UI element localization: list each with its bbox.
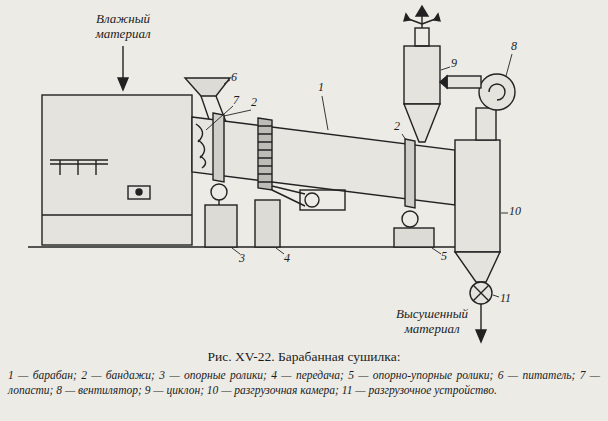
loading-chamber: [136, 189, 142, 195]
leader-lines: [432, 248, 441, 254]
gear-drive: [300, 190, 345, 210]
gear-drive: [258, 118, 272, 190]
cyclone: [416, 6, 428, 16]
bandage: [213, 113, 415, 208]
callout-number: 8: [511, 40, 517, 54]
leader-lines: [276, 248, 284, 254]
callout-number: 2: [394, 120, 400, 134]
bandage: [213, 113, 224, 182]
fan: [489, 84, 505, 100]
leader-lines: [224, 110, 251, 116]
gear-drive: [258, 126, 272, 182]
cyclone: [406, 18, 438, 24]
supports: [205, 184, 434, 247]
callout-number: 9: [451, 57, 457, 71]
cyclone: [440, 76, 447, 88]
fan: [447, 74, 515, 110]
supports: [255, 200, 280, 247]
drum: [196, 124, 206, 168]
cyclone: [404, 46, 440, 104]
figure-caption: Рис. XV-22. Барабанная сушилка:: [0, 349, 608, 365]
discharge-chamber: [455, 252, 500, 282]
inlet-arrow: [118, 46, 128, 90]
discharge-device: [470, 282, 492, 342]
loading-chamber: [59, 160, 60, 175]
loading-chamber: [42, 214, 192, 215]
supports: [394, 228, 434, 247]
leader-lines: [501, 213, 508, 214]
supports: [218, 200, 219, 205]
leader-lines: [224, 80, 230, 84]
callout-number: 11: [500, 292, 511, 306]
flow-label: Влажный материал: [88, 12, 158, 42]
gear-drive: [258, 118, 345, 210]
callout-number: 3: [239, 252, 245, 266]
supports: [211, 184, 227, 200]
leader-lines: [232, 248, 240, 254]
discharge-chamber: [455, 140, 500, 252]
leader-lines: [506, 54, 512, 76]
discharge-device: [470, 282, 492, 304]
callout-number: 7: [233, 94, 239, 108]
discharge-device: [473, 285, 489, 301]
cyclone: [404, 104, 440, 142]
bandage: [405, 139, 415, 208]
leader-lines: [402, 134, 406, 140]
parts-key: 1 — барабан; 2 — бандажи; 3 — опорные ро…: [8, 368, 600, 398]
discharge-device: [476, 330, 486, 342]
callout-number: 2: [251, 96, 257, 110]
fan: [479, 74, 515, 110]
supports: [205, 205, 237, 247]
callout-number: 1: [318, 81, 324, 95]
cyclone: [415, 28, 429, 46]
feeder: [185, 78, 230, 96]
inlet-arrow: [118, 78, 128, 90]
loading-chamber: [50, 159, 108, 160]
supports: [402, 211, 418, 227]
discharge-device: [480, 304, 481, 332]
loading-chamber: [50, 163, 108, 164]
fan: [447, 76, 481, 88]
leader-lines: [322, 96, 328, 130]
loading-chamber: [42, 95, 192, 245]
leader-lines: [493, 295, 499, 297]
gear-drive: [305, 193, 319, 207]
callout-number: 10: [509, 205, 521, 219]
cyclone: [434, 14, 440, 21]
callout-number: 6: [231, 71, 237, 85]
loading-chamber: [128, 186, 150, 199]
flow-label: Высушенный материал: [388, 307, 476, 337]
loading-chamber: [42, 95, 192, 245]
loading-chamber: [95, 160, 96, 175]
discharge-chamber: [476, 108, 496, 140]
leader-lines: [441, 67, 450, 70]
leader-lines: [206, 106, 233, 130]
inlet-arrow: [122, 46, 123, 80]
cyclone: [404, 14, 410, 21]
leader-lines: [206, 54, 512, 297]
discharge-chamber: [455, 108, 500, 282]
cyclone: [404, 6, 447, 142]
callout-number: 5: [441, 250, 447, 264]
callout-number: 4: [284, 252, 290, 266]
loading-chamber: [77, 160, 78, 175]
